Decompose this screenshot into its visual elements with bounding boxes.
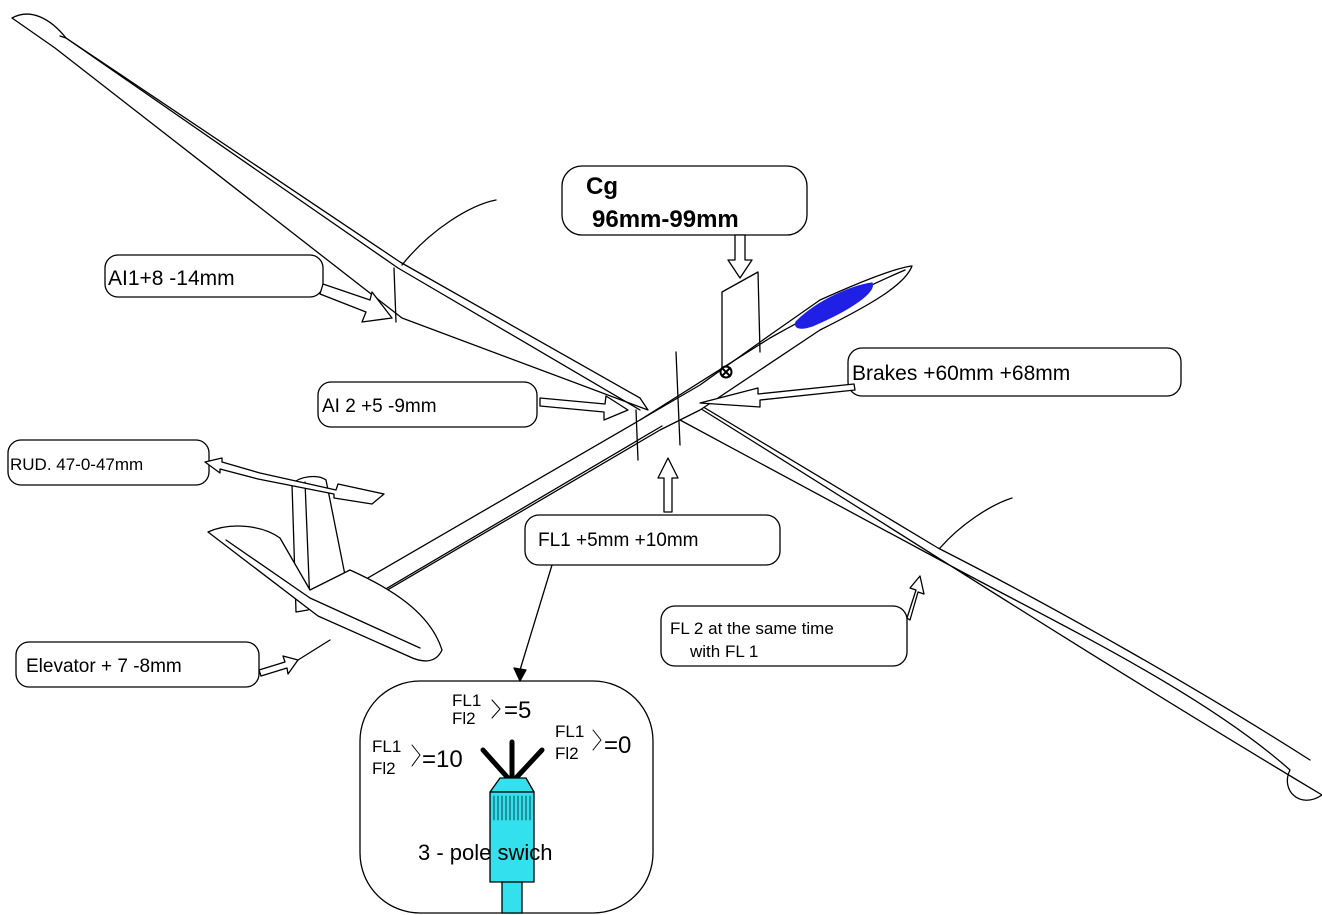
switch-left-fl2: Fl2: [372, 759, 396, 778]
horizontal-stabilizer: [207, 525, 443, 662]
switch-brace-center: [491, 699, 501, 719]
aileron2-callout-box: [317, 381, 538, 428]
switch-knurling: [493, 795, 531, 821]
switch-right-fl1: FL1: [555, 722, 584, 741]
right-wing-panel-line: [939, 497, 1013, 549]
switch-body-icon: [489, 791, 535, 883]
left-wing-outline: [11, 13, 649, 411]
cg-range: 96mm-99mm: [592, 206, 739, 233]
switch-left-value: =10: [422, 746, 463, 773]
elevator-leader-line: [297, 639, 331, 661]
cg-down-arrow: [727, 234, 753, 279]
left-wing-panel-line: [401, 199, 497, 266]
switch-caption: 3 - pole swich: [418, 840, 553, 865]
flap1-leader-arrowhead: [513, 667, 527, 682]
left-wing-spar-line: [65, 37, 641, 411]
switch-center-fl2: Fl2: [452, 709, 476, 728]
cg-callout-box: [561, 165, 808, 236]
switch-right-fl2: Fl2: [555, 744, 579, 763]
flap2-label-line1: FL 2 at the same time: [670, 619, 834, 638]
rudder-label: RUD. 47-0-47mm: [10, 455, 143, 474]
right-wing-outline: [679, 401, 1322, 801]
aileron1-label: AI1+8 -14mm: [108, 267, 235, 290]
aileron1-callout-box: [104, 254, 324, 298]
switch-brace-right: [592, 729, 602, 751]
elevator-callout-box: [15, 641, 260, 688]
aileron1-hinge: [393, 267, 397, 323]
brakes-arrow: [699, 383, 856, 408]
aileron2-label: AI 2 +5 -9mm: [322, 396, 437, 417]
switch-stem-icon: [501, 881, 523, 914]
switch-lever-left: [480, 747, 511, 781]
cg-marker-cross: [721, 367, 731, 377]
aileron2-arrow: [539, 395, 629, 421]
canopy: [794, 282, 873, 329]
aileron1-arrow: [319, 283, 393, 323]
rudder-double-arrow: [204, 457, 385, 505]
flap2-callout-box: [660, 605, 908, 667]
cg-reference-lines: [721, 271, 761, 373]
left-wing-tip-line: [59, 35, 67, 39]
right-wing-spar-line: [699, 404, 1311, 761]
flap2-arrow: [906, 575, 925, 621]
fin-rudder-hinge: [304, 481, 311, 606]
fuselage-outline: [329, 265, 913, 613]
flap-hinge-right: [675, 351, 681, 446]
flap-hinge-left: [635, 409, 639, 461]
elevator-arrow: [258, 655, 299, 677]
switch-center-fl1: FL1: [452, 691, 481, 710]
flap2-label-line2: with FL 1: [689, 642, 758, 661]
switch-center-value: =5: [504, 697, 531, 724]
fuselage-lower-line: [349, 425, 663, 611]
flap1-up-arrow: [657, 457, 679, 513]
elevator-hinge: [225, 539, 421, 649]
switch-brace-left: [411, 744, 421, 767]
switch-left-fl1: FL1: [372, 737, 401, 756]
flap1-callout-box: [524, 514, 781, 566]
brakes-callout-box: [847, 347, 1182, 397]
elevator-label: Elevator + 7 -8mm: [26, 656, 182, 677]
flap1-label: FL1 +5mm +10mm: [538, 530, 699, 551]
switch-lever-right: [513, 747, 545, 781]
brakes-label: Brakes +60mm +68mm: [852, 362, 1070, 385]
switch-right-value: =0: [604, 732, 631, 759]
flap1-leader-line: [519, 564, 553, 671]
cg-title: Cg: [586, 173, 618, 200]
